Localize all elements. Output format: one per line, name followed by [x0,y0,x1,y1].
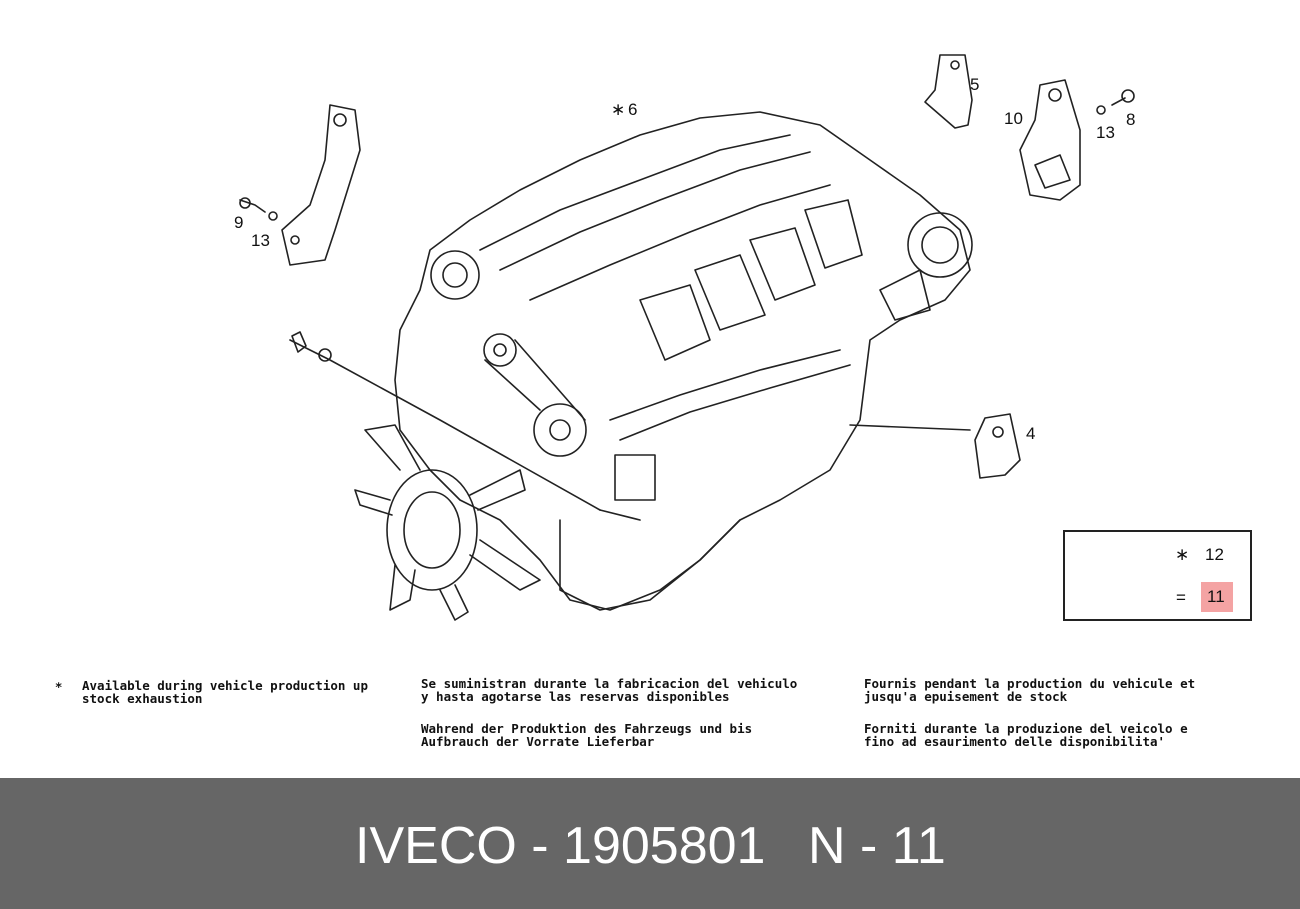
turbocharger [907,212,973,278]
fan-blade [364,424,421,471]
callout-asterisk-6-marker: ∗ [611,100,626,119]
callout-8: 8 [1126,110,1136,129]
legend-item-11-highlight [1201,582,1233,612]
note-german: Wahrend der Produktion des Fahrzeugs und… [421,721,753,749]
oil-pan [559,519,741,611]
callout-10: 10 [1004,109,1023,128]
bolt-9 [239,199,266,213]
exploded-parts-diagram: 4 5 ∗ 6 8 9 10 13 13 ∗ 12 = 11 ∗ Availab… [55,54,1252,749]
legend-item-12: 12 [1205,545,1224,564]
pulley-lower [533,403,587,457]
bracket-left [281,104,361,266]
note-french: Fournis pendant la production du vehicul… [864,676,1196,704]
bracket-10 [1019,79,1081,201]
part-number-label: IVECO - 1905801 [355,817,766,875]
callout-13-left: 13 [251,231,270,250]
rocker-cover-4 [804,199,863,269]
note-asterisk: ∗ [55,677,63,692]
callout-5: 5 [970,75,980,94]
dipstick [289,339,601,511]
note-spanish: Se suministran durante la fabricacion de… [421,676,798,704]
rocker-cover-2 [694,254,766,331]
fan-hub [386,469,478,591]
bracket-4 [974,413,1021,479]
legend-equals-marker: = [1176,588,1186,607]
rocker-cover-3 [749,227,816,301]
bracket-5 [924,54,973,129]
pulley-upper [483,333,517,367]
legend-asterisk-marker: ∗ [1175,545,1190,564]
callout-13-right: 13 [1096,123,1115,142]
callout-6: 6 [628,100,638,119]
engine-block-outline [394,111,971,611]
washer-13-right [1096,105,1106,115]
legend-item-11: 11 [1207,587,1225,606]
alternator [430,250,480,300]
footer-bar [0,778,1300,909]
note-english: Available during vehicle production up s… [82,678,368,706]
callout-4: 4 [1026,424,1036,443]
note-italian: Forniti durante la produzione del veicol… [864,721,1188,749]
washer-13-left [268,211,278,221]
callout-9: 9 [234,213,244,232]
filter [614,454,656,501]
engine-illustration [239,54,1170,621]
rocker-cover-1 [639,284,711,361]
diagram-reference-label: N - 11 [808,817,946,875]
